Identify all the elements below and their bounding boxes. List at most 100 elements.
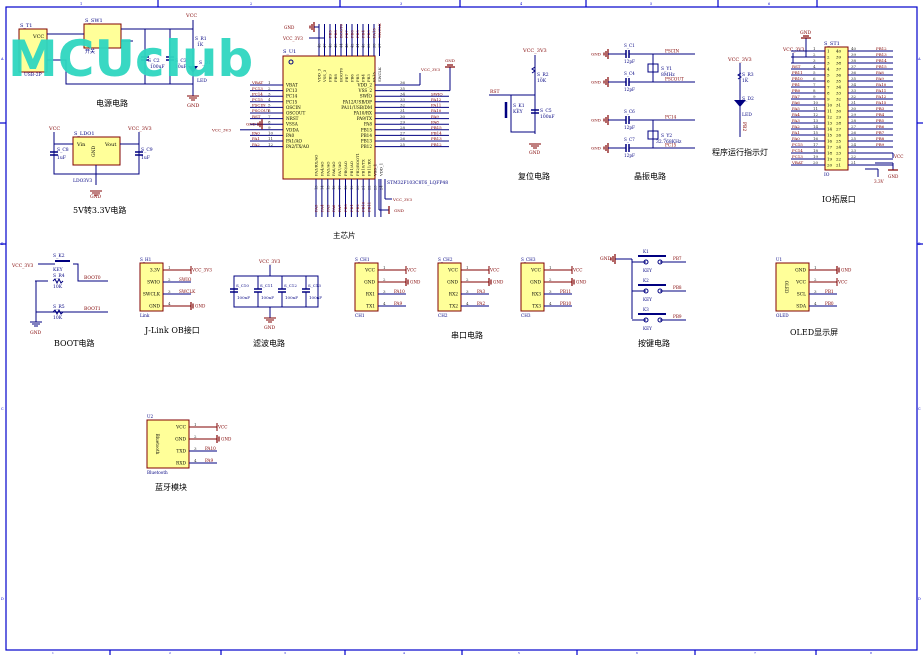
serial-port-2-ref: S_CH2 — [438, 257, 453, 262]
io-pin-number: 38 — [851, 58, 857, 63]
filter-gnd-label: GND — [264, 325, 276, 331]
mcu-ref: S_U1 — [283, 49, 296, 55]
frame-row-label: A — [917, 57, 921, 61]
io-pin-number: 9 — [813, 94, 816, 99]
oled-module-ref: U1 — [776, 257, 783, 262]
jlink-connector-pin-number: 1 — [168, 265, 171, 270]
mcu-pin-name: NRST — [286, 116, 299, 121]
mcu-pin-number: 9 — [268, 125, 271, 130]
mcu-vcc-label: VCC_3V3 — [420, 67, 440, 72]
mcu-pin-name: VDDA — [285, 127, 300, 132]
c3-ref: S_C3 — [175, 58, 187, 64]
mcu-pin-number: 5 — [268, 103, 271, 108]
serial-port-3-pin-name: GND — [530, 281, 541, 286]
io-pin-number: 15 — [813, 130, 819, 135]
mcu-net-label: GND — [246, 122, 256, 127]
mcu-pin-name: PB0/AO — [343, 161, 348, 176]
crystal-gnd-label: GND — [591, 118, 601, 123]
io-inner-number: 31 — [836, 103, 841, 108]
frame-col-label: 1 — [52, 651, 54, 655]
power-gnd-label: GND — [187, 103, 199, 109]
key-ref: K1 — [643, 249, 649, 254]
oled-module-net-label: VCC — [837, 280, 847, 285]
frame-col-label: 6 — [768, 2, 770, 6]
t1-pin-label: VCC — [32, 34, 44, 40]
ldo-vcc-in: VCC — [48, 126, 60, 132]
mcu-pin-name: VDD_2 — [357, 83, 373, 88]
crystal-net: PC15 — [665, 143, 677, 148]
c5-ref: S_C5 — [540, 108, 552, 114]
frame-row-label: C — [1, 407, 4, 411]
io-inner-number: 35 — [836, 79, 842, 84]
mcu-pin-number: 43 — [345, 43, 349, 48]
key-net: PB8 — [673, 285, 682, 290]
io-net-label: PB14 — [876, 58, 887, 63]
io-pin-number: 6 — [813, 76, 816, 81]
io-pin-number: 20 — [813, 160, 819, 165]
mcu-net-label: PB11 — [367, 202, 372, 212]
boot1-net: BOOT1 — [84, 306, 101, 312]
mcu-net-label: PC15 — [252, 97, 263, 102]
serial-port-1-pin-number: 2 — [383, 277, 386, 282]
key-circuit-title: 按键电路 — [638, 338, 670, 348]
ldo-circuit-title: 5V转3.3V电路 — [73, 205, 126, 215]
filter-vcc: VCC_3V3 — [258, 259, 280, 265]
io-inner-number: 37 — [836, 67, 842, 72]
led-d1-icon — [188, 66, 198, 73]
mcu-pin-name: PB1/AO — [349, 161, 354, 176]
serial-port-3-ref: S_CH3 — [521, 257, 536, 262]
io-net-label: PB1 — [792, 82, 800, 87]
key-value: KEY — [643, 297, 652, 302]
serial-port-3-pin-number: 2 — [549, 277, 552, 282]
io-pin-number: 26 — [851, 130, 857, 135]
key-contact-icon — [643, 259, 649, 265]
serial-port-3-pin-name: RX3 — [532, 293, 541, 298]
mcu-pin-number: 40 — [362, 43, 366, 48]
bluetooth-module-net-label: VCC — [217, 425, 227, 430]
ldo-wires — [53, 132, 140, 185]
serial-port-1-net-label: PA10 — [394, 289, 405, 294]
mcu-pin-number: 31 — [400, 108, 405, 113]
oled-module-pin-name: GND — [795, 269, 806, 274]
io-inner-number: 2 — [827, 55, 830, 60]
io-inner-number: 28 — [836, 121, 842, 126]
io-net-label: PA0 — [792, 136, 800, 141]
mcu-net-label: PB9 — [328, 30, 333, 38]
mcu-net-label: PA5 — [325, 204, 330, 212]
io-inner-number: 5 — [827, 73, 830, 78]
io-pin-number: 31 — [851, 100, 856, 105]
mcu-net-label: PB5 — [355, 30, 360, 38]
io-pin-number: 18 — [813, 148, 819, 153]
filter-cap-value: 100nF — [285, 295, 298, 300]
filter-gnd-icon — [264, 317, 276, 323]
filter-cap-value: 100nF — [261, 295, 274, 300]
filter-cap-value: 100nF — [309, 295, 322, 300]
oled-module-pin-number: 1 — [814, 265, 817, 270]
bluetooth-module-net-label: PA10 — [205, 446, 216, 451]
crystal-gnd-label: GND — [591, 52, 601, 57]
mcu-pin-number: 13 — [315, 185, 319, 190]
jlink-connector-net-label: GND — [195, 304, 206, 309]
r1-value: 1K — [197, 42, 204, 48]
io-inner-number: 21 — [836, 163, 841, 168]
io-gnd-label: GND — [888, 174, 899, 179]
mcu-pin-number: 11 — [268, 136, 273, 141]
mcu-pin-number: 48 — [318, 43, 322, 48]
io-pin-number: 29 — [851, 112, 857, 117]
mcu-pin-number: 41 — [356, 43, 360, 48]
io-inner-number: 7 — [827, 85, 830, 90]
mcu-pin-name: VSS_2 — [358, 88, 373, 93]
mcu-pin-name: PA11/USB/DM — [341, 105, 372, 110]
crystal-cap-ref: S_C1 — [624, 43, 635, 48]
c5-cap-icon — [531, 109, 539, 114]
gnd-icon — [603, 143, 609, 153]
io-pin-number: 28 — [851, 118, 857, 123]
main-chip-title: 主芯片 — [333, 230, 356, 240]
io-inner-number: 34 — [836, 85, 842, 90]
crystal-gnd-label: GND — [591, 80, 601, 85]
serial-port-2-pin-number: 2 — [466, 277, 469, 282]
